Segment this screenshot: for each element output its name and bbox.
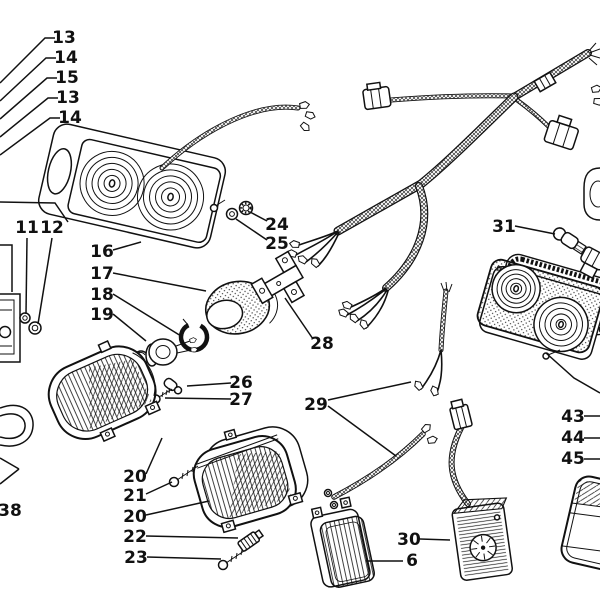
lamp-bottom-right [560,475,600,572]
wiring-harness-main [285,42,600,331]
lamp-cable-connector [449,398,473,431]
bulb-31 [552,227,587,255]
bulb-socket [579,246,600,280]
leader-line [164,397,232,400]
leader-line [419,538,451,541]
long-screw-23 [217,548,248,571]
adjuster-22 [237,529,265,552]
leader-line [0,201,69,223]
mounting-bracket [250,250,306,305]
boot-right-edge [583,167,600,221]
leader-line [0,457,20,470]
headlight-right [192,426,309,534]
rear-lens [476,258,600,360]
headlight-left [47,340,162,443]
leader-line [327,405,397,457]
washer-11 [19,312,31,324]
left-lamp-partial [0,293,21,363]
y-wire [412,281,453,397]
leader-line [0,77,57,120]
connector-plug-left [362,81,392,111]
lamp-body [451,497,513,581]
leader-line [186,382,232,387]
leader-line [0,468,20,485]
leader-line [145,437,163,475]
long-screw-21 [168,465,199,488]
leader-line [25,237,28,315]
leader-line [0,244,13,292]
side-lamp [310,496,375,588]
small-bulb [163,377,183,395]
rubber-boot [204,280,279,335]
connector-plug-right [543,114,579,151]
leader-line [0,37,55,84]
u-bracket [0,404,34,447]
leader-line [145,535,239,539]
leader-line [514,225,556,235]
leader-line [0,97,58,138]
leader-line [545,352,600,394]
rear-lamp-stud [209,199,226,213]
leader-line [145,500,210,516]
leader-line [112,241,142,251]
nut [238,200,254,216]
leader-line [112,293,182,337]
jumper-wire [323,421,439,510]
leader-line [235,218,268,241]
leader-line [37,237,53,325]
washer [225,207,239,221]
leader-line [0,57,56,102]
leader-line [249,211,268,222]
leader-line [146,556,222,560]
leader-line [327,381,412,401]
leader-line [145,481,173,495]
nut-12 [28,321,42,335]
leader-line [112,272,207,292]
leader-line [284,297,314,340]
leader-line [0,117,60,156]
leader-line [112,313,147,342]
